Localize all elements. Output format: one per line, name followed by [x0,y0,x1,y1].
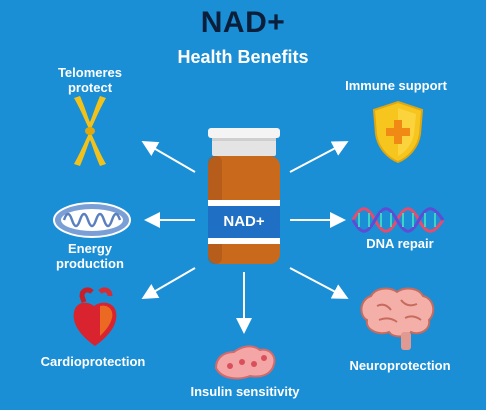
benefit-label-energy: Energy production [56,241,124,271]
heart-icon [73,287,117,346]
benefit-label-insulin: Insulin sensitivity [190,384,300,399]
mitochondria-icon [53,202,131,238]
arrow-immune [289,141,349,173]
bottle-label: NAD+ [223,213,265,230]
benefit-label-cardio: Cardioprotection [40,354,146,369]
arrow-telomeres [141,140,196,173]
nad-bottle [208,128,280,264]
arrow-neuro [289,267,349,299]
benefit-label-dna: DNA repair [366,236,434,251]
chromosome-icon [74,96,106,166]
page-title: NAD+ [200,6,286,39]
dna-icon [351,207,445,233]
shield-icon [372,100,424,164]
arrow-cardio [141,267,196,300]
benefit-label-neuro: Neuroprotection [349,358,451,373]
page-subtitle: Health Benefits [177,47,309,67]
benefit-label-telomeres: Telomeres protect [57,65,123,95]
pancreas-icon [214,345,276,380]
brain-icon [360,287,435,350]
benefit-label-immune: Immune support [345,78,447,93]
